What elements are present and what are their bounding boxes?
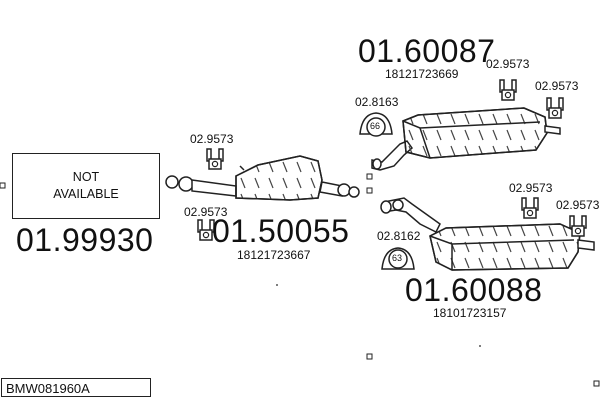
rear-silencer-upper-drawing: [371, 107, 561, 171]
clamp-label: 02.8163: [355, 95, 399, 109]
mount-label: 02.9573: [535, 79, 579, 93]
oe-ref-middle-silencer: 18121723667: [237, 248, 311, 262]
oe-ref-rear-silencer-lower: 18101723157: [433, 306, 507, 320]
clamp-02-8162-drawing: [381, 247, 415, 270]
clamp-size: 63: [392, 253, 403, 263]
mount-icon: [569, 215, 587, 237]
edge-marker: [0, 182, 6, 189]
part-number-exhaust-front: 01.99930: [16, 222, 154, 258]
clamp-label: 02.8162: [377, 229, 421, 243]
not-available-box: NOT AVAILABLE: [12, 153, 160, 219]
diagram-code: BMW081960A: [1, 378, 151, 397]
rear-silencer-lower-drawing: [380, 197, 595, 271]
dot-mark: [276, 284, 278, 286]
part-number-rear-silencer-upper: 01.60087: [358, 33, 496, 69]
mount-label: 02.9573: [190, 132, 234, 146]
dot-mark: [479, 345, 481, 347]
middle-silencer-drawing: [165, 155, 360, 201]
not-available-line1: NOT: [72, 170, 100, 184]
mount-icon: [206, 148, 224, 170]
mount-label: 02.9573: [509, 181, 553, 195]
mount-label: 02.9573: [184, 205, 228, 219]
mount-icon: [546, 97, 564, 119]
bolt-icon: [366, 173, 373, 180]
bolt-icon: [366, 353, 373, 360]
oe-ref-rear-silencer-upper: 18121723669: [385, 67, 459, 81]
part-number-rear-silencer-lower: 01.60088: [405, 272, 543, 308]
mount-label: 02.9573: [486, 57, 530, 71]
mount-label: 02.9573: [556, 198, 600, 212]
not-available-line2: AVAILABLE: [53, 187, 119, 201]
mount-icon: [499, 79, 517, 101]
bolt-icon: [366, 187, 373, 194]
clamp-size: 66: [370, 121, 381, 131]
clamp-02-8163-drawing: [359, 112, 393, 137]
part-number-middle-silencer: 01.50055: [212, 213, 350, 249]
mount-icon: [521, 197, 539, 219]
bolt-icon: [593, 380, 600, 387]
